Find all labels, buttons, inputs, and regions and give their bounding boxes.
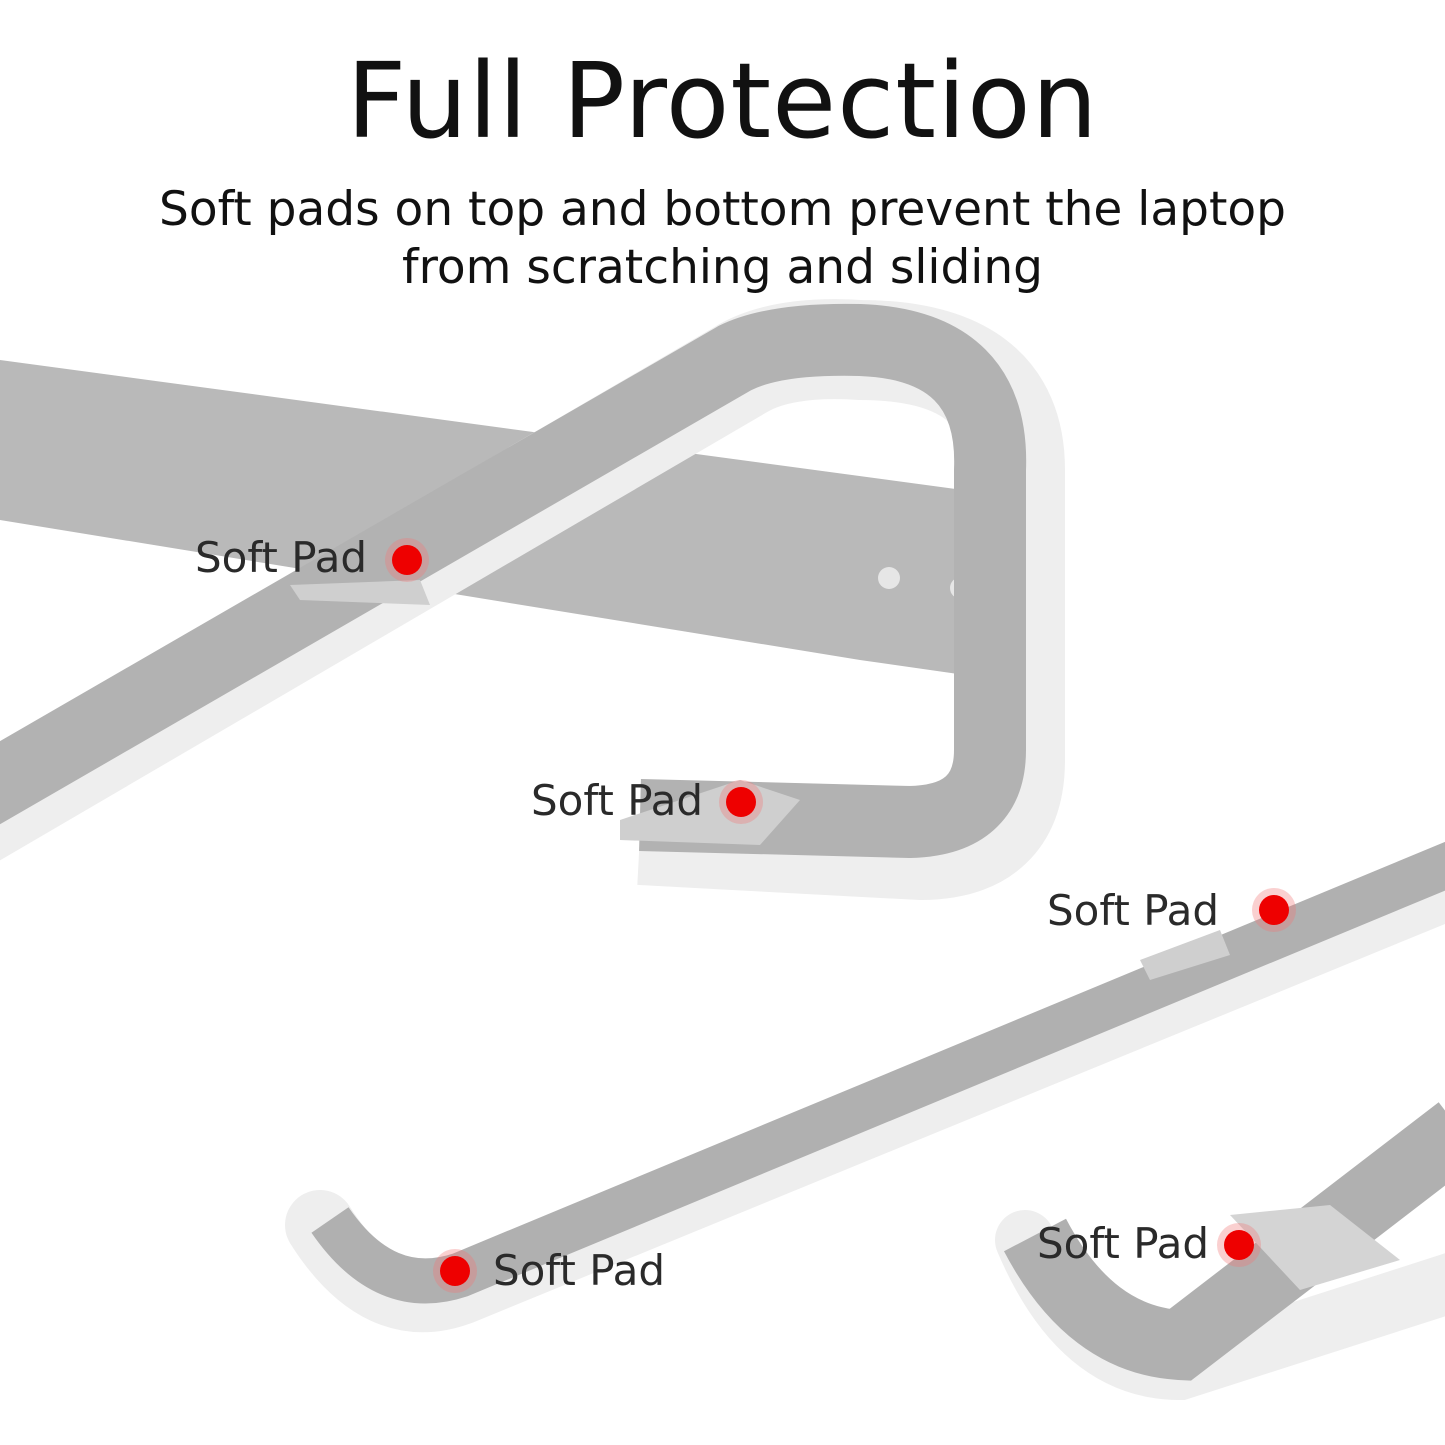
callout-dot-bottom-left [440, 1256, 470, 1286]
callout-label-top-pad: Soft Pad [195, 533, 368, 582]
callout-dot-front-foot [726, 787, 756, 817]
subtitle-line-2: from scratching and sliding [402, 240, 1043, 295]
subtitle-line-1: Soft pads on top and bottom prevent the … [158, 182, 1286, 237]
callout-label-bottom-right: Soft Pad [1037, 1219, 1210, 1268]
callout-dot-rear-arm [1259, 895, 1289, 925]
callout-label-rear-arm: Soft Pad [1047, 886, 1220, 935]
callout-label-bottom-left: Soft Pad [493, 1246, 666, 1295]
callout-dot-top-pad [392, 545, 422, 575]
callout-dot-bottom-right [1224, 1230, 1254, 1260]
page-title: Full Protection [346, 40, 1099, 162]
callout-label-front-foot: Soft Pad [531, 776, 704, 825]
